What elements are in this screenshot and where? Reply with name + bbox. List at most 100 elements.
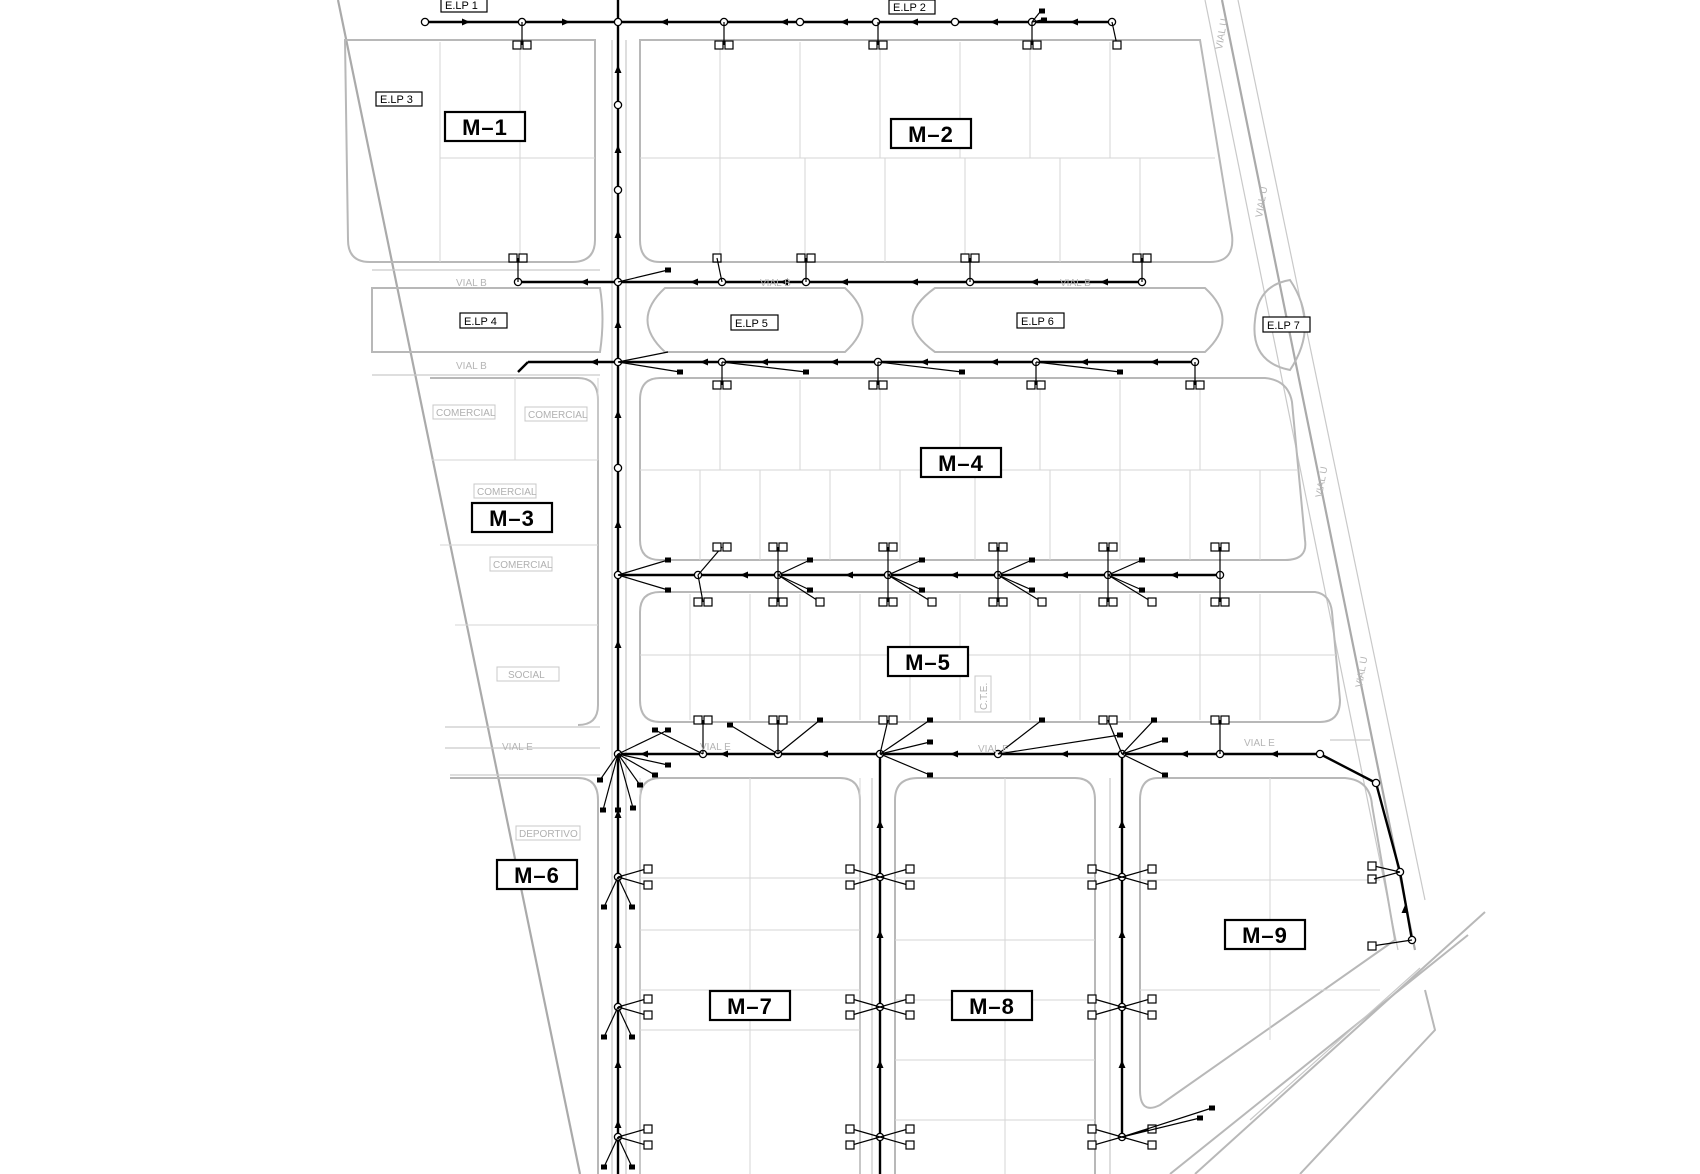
lamp-fixture (712, 542, 722, 552)
branch-line (721, 361, 807, 373)
lamp-fixture (778, 715, 788, 725)
lamp-fixture (878, 597, 888, 607)
lamp-fixture (998, 597, 1008, 607)
junction-node (1371, 778, 1381, 788)
se-island (1299, 989, 1437, 1174)
lamp-fixture (643, 994, 653, 1004)
branch-line (603, 1006, 619, 1038)
branch-end (919, 557, 925, 563)
branch-line (617, 1006, 647, 1016)
branch-line (617, 753, 634, 809)
network-layer (420, 0, 1417, 1174)
branch-end (1041, 17, 1047, 23)
block-elp4 (371, 287, 604, 353)
branch-line (617, 351, 669, 363)
branch-line (1107, 574, 1143, 591)
branch-end (629, 1034, 635, 1040)
lamp-fixture (1108, 542, 1118, 552)
branch-line (716, 257, 723, 283)
branch-line (603, 876, 619, 908)
lamp-fixture (1220, 542, 1230, 552)
branch-line (617, 1006, 633, 1038)
branch-line (851, 1006, 881, 1016)
elp-label-5: E.LP 5 (730, 314, 779, 331)
flow-arrow (1150, 358, 1158, 366)
road-label-vial-e-1: VIAL E (502, 742, 533, 753)
lamp-fixture (988, 542, 998, 552)
junction-node (613, 463, 623, 473)
lamp-fixture (845, 1140, 855, 1150)
facility-comercial-1: COMERCIAL (432, 404, 496, 420)
lamp-fixture (1147, 994, 1157, 1004)
lamp-fixture (905, 1124, 915, 1134)
branch-end (1039, 8, 1045, 14)
branch-line (777, 574, 821, 603)
branch-line (879, 1136, 909, 1146)
flow-arrow (830, 358, 838, 366)
block-m9 (1139, 777, 1397, 1109)
flow-arrow (614, 65, 622, 73)
circuit-row3-stub (517, 361, 529, 373)
branch-line (997, 574, 1033, 591)
lamp-fixture (888, 597, 898, 607)
branch-line (617, 361, 681, 373)
lamp-fixture (1185, 380, 1195, 390)
flow-arrow (1080, 358, 1088, 366)
flow-arrow (590, 358, 598, 366)
lamp-fixture (1220, 597, 1230, 607)
elp-labels: E.LP 1 E.LP 2 E.LP 3 E.LP 4 E.LP 5 E.LP … (375, 0, 1311, 333)
branch-end (597, 777, 603, 783)
east-road-edge (1204, 0, 1399, 951)
flow-arrow (760, 358, 768, 366)
branch-line (1093, 1006, 1123, 1016)
lamp-fixture (693, 597, 703, 607)
road-label-vial-u-2: VIAL U (1254, 186, 1270, 219)
branch-line (887, 574, 923, 591)
lamp-fixture (722, 542, 732, 552)
branch-line (777, 559, 811, 576)
svg-text:E.LP 1: E.LP 1 (445, 0, 478, 12)
branch-line (617, 876, 647, 886)
flow-arrow (614, 940, 622, 948)
lamp-fixture (905, 880, 915, 890)
manzana-label-m6: M–6 (495, 858, 579, 891)
road-label-vial-b-2: VIAL B (456, 361, 487, 372)
branch-line (617, 729, 669, 755)
lamp-fixture (768, 597, 778, 607)
svg-text:M–9: M–9 (1242, 923, 1288, 948)
svg-text:M–7: M–7 (727, 994, 773, 1019)
lamp-fixture (768, 542, 778, 552)
branch-line (1093, 868, 1123, 878)
branch-line (697, 546, 723, 576)
branch-end (807, 557, 813, 563)
flow-arrow (950, 571, 958, 579)
svg-text:DEPORTIVO: DEPORTIVO (519, 829, 578, 840)
branch-end (665, 762, 671, 768)
manzana-label-m1: M–1 (443, 110, 527, 143)
block-m8 (894, 777, 1096, 1174)
flow-arrow (845, 571, 853, 579)
flow-arrow (1070, 18, 1078, 26)
svg-text:M–3: M–3 (489, 506, 535, 531)
branch-line (1093, 1128, 1123, 1138)
east-road-outer (1237, 0, 1426, 901)
branch-line (1121, 876, 1151, 886)
flow-arrow (614, 410, 622, 418)
branch-line (1371, 939, 1413, 947)
lamp-fixture (643, 880, 653, 890)
svg-text:M–8: M–8 (969, 994, 1015, 1019)
flow-arrow (614, 320, 622, 328)
branch-line (617, 998, 647, 1008)
lamp-fixture (927, 597, 937, 607)
lamp-fixture (796, 253, 806, 263)
lamp-fixture (508, 253, 518, 263)
flow-arrow (700, 358, 708, 366)
lamp-fixture (643, 1124, 653, 1134)
lamp-fixture (1147, 880, 1157, 890)
lamp-fixture (845, 994, 855, 1004)
flow-arrow (920, 358, 928, 366)
branch-end (1162, 772, 1168, 778)
branch-line (1031, 11, 1041, 23)
lamp-fixture (1087, 864, 1097, 874)
branch-line (1093, 1136, 1123, 1146)
